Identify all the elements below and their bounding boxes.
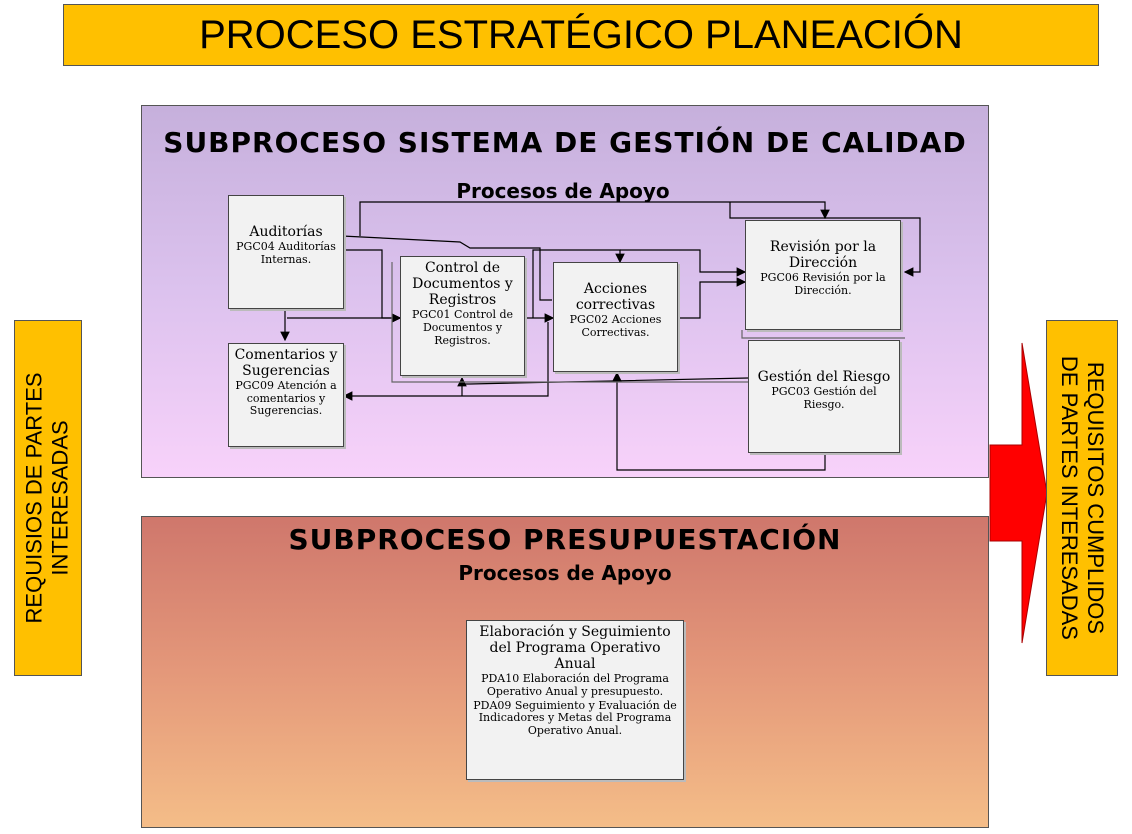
input-requirements-label: REQUISIOS DE PARTES INTERESADAS	[14, 320, 82, 676]
budget-support-subtitle: Procesos de Apoyo	[458, 561, 672, 585]
link-auditorias-acciones	[341, 235, 552, 301]
link-bottom-to-comentarios	[342, 322, 549, 401]
node-acciones-desc: PGC02 Acciones Correctivas.	[569, 313, 662, 339]
link-control-revision	[620, 249, 747, 277]
node-auditorias[interactable]: Auditorías PGC04 Auditorías Internas.	[228, 195, 344, 309]
link-acciones-revision-top	[532, 249, 625, 318]
node-acciones[interactable]: Acciones correctivas PGC02 Acciones Corr…	[553, 262, 678, 372]
node-comentarios-title: Comentarios y Sugerencias	[234, 347, 338, 380]
output-requirements-label: REQUISITOS CUMPLIDOS DE PARTES INTERESAD…	[1046, 320, 1118, 676]
node-revision[interactable]: Revisión por la Dirección PGC06 Revisión…	[745, 220, 901, 330]
link-acciones-revision	[680, 277, 747, 319]
node-auditorias-desc: PGC04 Auditorías Internas.	[236, 240, 336, 266]
node-riesgo[interactable]: Gestión del Riesgo PGC03 Gestión del Rie…	[748, 340, 900, 453]
link-control-frame	[391, 262, 748, 383]
node-programa-desc-2: PDA09 Seguimiento y Evaluación de Indica…	[473, 698, 677, 737]
node-control-title: Control de Documentos y Registros	[412, 260, 513, 309]
output-arrow-shape	[989, 342, 1048, 644]
node-programa-operativo[interactable]: Elaboración y Seguimiento del Programa O…	[466, 620, 684, 780]
quality-subprocess-title: SUBPROCESO SISTEMA DE GESTIÓN DE CALIDAD	[163, 126, 967, 159]
node-comentarios-desc: PGC09 Atención a comentarios y Sugerenci…	[235, 379, 337, 418]
link-auditorias-control	[342, 249, 402, 323]
budget-subprocess-title: SUBPROCESO PRESUPUESTACIÓN	[288, 523, 842, 556]
node-control-desc: PGC01 Control de Documentos y Registros.	[411, 308, 514, 347]
link-revision-riesgo	[741, 330, 905, 339]
link-riesgo-control	[462, 377, 749, 385]
link-riesgo-acciones	[612, 371, 826, 471]
node-revision-title: Revisión por la Dirección	[769, 239, 877, 272]
quality-support-subtitle: Procesos de Apoyo	[456, 179, 670, 203]
node-auditorias-title: Auditorías	[249, 224, 323, 240]
link-auditorias-revision	[359, 201, 830, 236]
node-riesgo-desc: PGC03 Gestión del Riesgo.	[771, 385, 877, 411]
node-comentarios[interactable]: Comentarios y Sugerencias PGC09 Atención…	[228, 343, 344, 447]
link-revision-loop	[729, 202, 921, 277]
node-programa-title: Elaboración y Seguimiento del Programa O…	[479, 624, 671, 673]
node-programa-desc-1: PDA10 Elaboración del Programa Operativo…	[481, 672, 669, 698]
node-revision-desc: PGC06 Revisión por la Dirección.	[760, 271, 886, 297]
page-title: PROCESO ESTRATÉGICO PLANEACIÓN	[63, 4, 1099, 66]
node-control[interactable]: Control de Documentos y Registros PGC01 …	[400, 256, 525, 376]
node-acciones-title: Acciones correctivas	[575, 281, 656, 314]
node-riesgo-title: Gestión del Riesgo	[757, 369, 891, 385]
